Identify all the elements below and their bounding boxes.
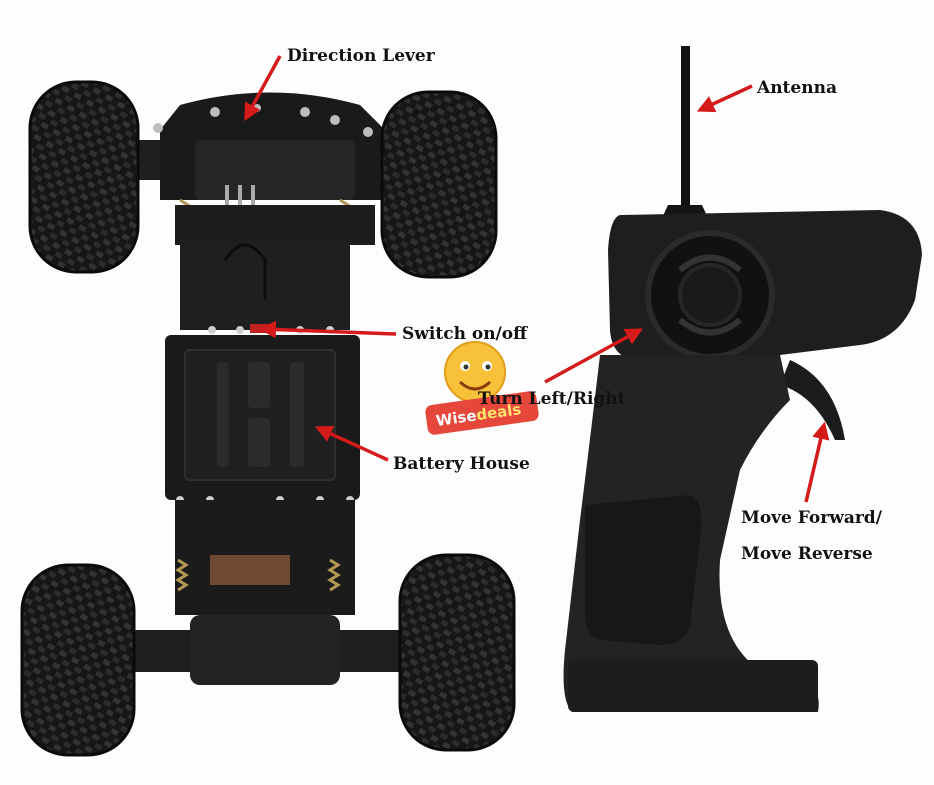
label-battery-house: Battery House: [393, 454, 530, 474]
arrow-battery: [314, 425, 389, 462]
arrow-direction-lever: [244, 55, 282, 122]
label-antenna: Antenna: [757, 78, 837, 98]
arrow-forward: [804, 421, 830, 503]
watermark-logo: [425, 341, 539, 435]
tire-front-left: [28, 80, 140, 274]
label-move-forward: Move Forward/: [741, 508, 882, 528]
label-switch: Switch on/off: [402, 324, 528, 344]
tire-rear-left: [20, 563, 136, 757]
label-move-reverse: Move Reverse: [741, 544, 873, 564]
arrow-antenna: [696, 84, 753, 113]
tire-front-right: [380, 90, 498, 279]
differential: [190, 615, 340, 685]
label-turn: Turn Left/Right: [478, 389, 626, 409]
label-direction-lever: Direction Lever: [287, 46, 435, 66]
arrow-turn: [544, 328, 644, 384]
remote-controller: [563, 46, 922, 712]
throttle-trigger: [780, 360, 845, 440]
tire-rear-right: [398, 553, 516, 752]
rc-car: [20, 80, 516, 757]
antenna-rod: [681, 46, 690, 206]
arrow-switch: [258, 320, 397, 339]
controller-base: [568, 660, 818, 712]
callout-arrows: [244, 55, 830, 503]
